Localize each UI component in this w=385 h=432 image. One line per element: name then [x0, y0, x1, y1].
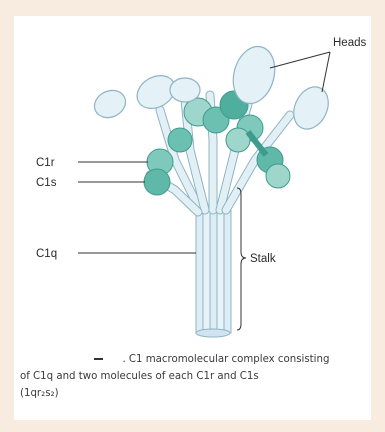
caption-line-1: . C1 macromolecular complex consisting: [20, 351, 360, 368]
caption-formula: (1qr₂s₂): [20, 385, 360, 402]
c1q-stalk: [196, 205, 231, 337]
heads-label: Heads: [333, 37, 366, 49]
caption-line-2: of C1q and two molecules of each C1r and…: [20, 368, 360, 385]
stalk-label: Stalk: [250, 253, 276, 265]
c1s-label: C1s: [36, 177, 57, 189]
figure-caption: . C1 macromolecular complex consisting o…: [20, 351, 360, 402]
caption-text-1: . C1 macromolecular complex consisting: [122, 354, 329, 365]
c1r-label: C1r: [36, 157, 55, 169]
caption-dash: [94, 358, 103, 360]
c1q-label: C1q: [36, 248, 57, 260]
